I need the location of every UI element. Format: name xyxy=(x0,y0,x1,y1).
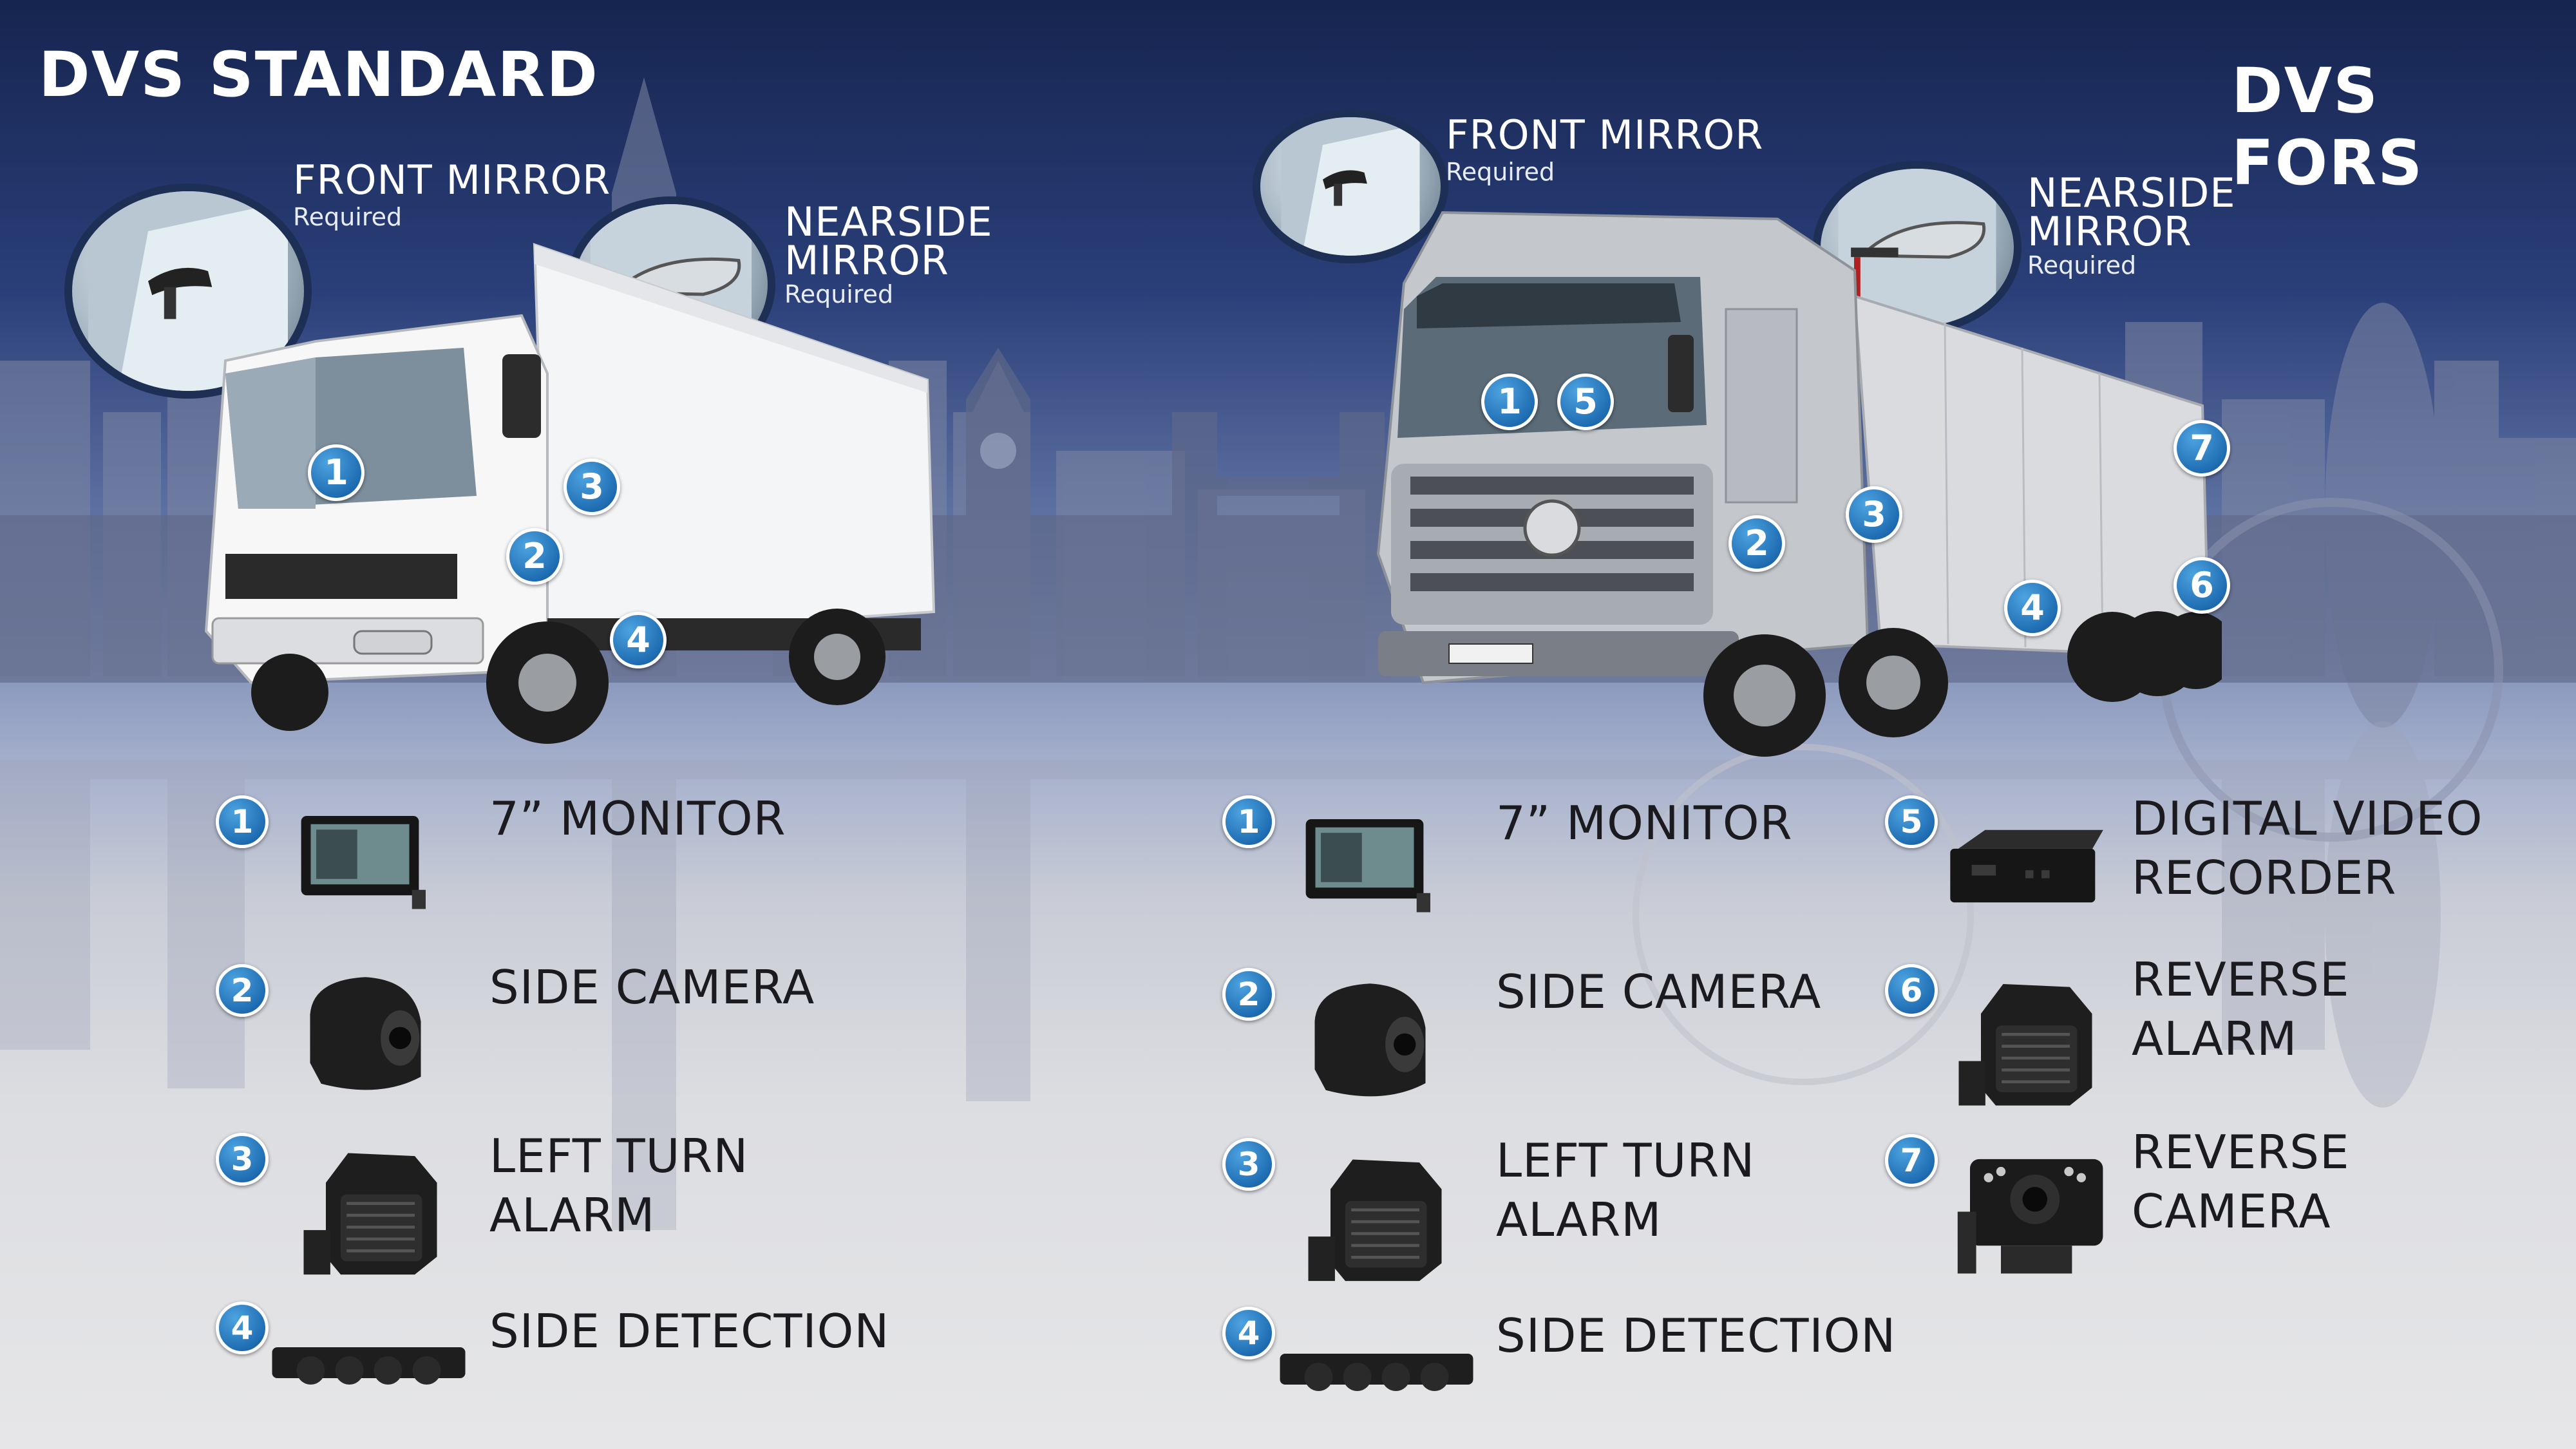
alarm-speaker-icon xyxy=(1301,1143,1449,1294)
left-item-2-number: 2 xyxy=(216,964,269,1017)
right-item-7-number: 7 xyxy=(1885,1134,1938,1187)
sensor-bar-icon xyxy=(1278,1346,1475,1404)
right-item-6-label: REVERSE ALARM xyxy=(2132,952,2350,1066)
dvr-icon xyxy=(1945,824,2106,908)
left-front-mirror-sub: Required xyxy=(293,203,402,231)
right-item-3-number: 3 xyxy=(1222,1138,1275,1191)
alarm-speaker-icon xyxy=(1945,969,2106,1117)
right-truck-marker-6: 6 xyxy=(2174,557,2230,614)
left-truck-marker-4: 4 xyxy=(610,612,667,668)
side-camera-icon xyxy=(296,966,435,1104)
monitor-icon xyxy=(1301,808,1439,918)
right-item-4-number: 4 xyxy=(1222,1307,1275,1359)
right-truck-marker-1: 1 xyxy=(1481,374,1538,430)
front-mirror-icon-right xyxy=(1281,117,1420,256)
right-truck-marker-2: 2 xyxy=(1728,515,1785,572)
right-front-mirror-title: FRONT MIRROR xyxy=(1446,111,1764,158)
left-front-mirror-title: FRONT MIRROR xyxy=(293,156,611,204)
alarm-speaker-icon xyxy=(296,1137,444,1288)
right-item-1-number: 1 xyxy=(1222,795,1275,848)
right-item-1-label: 7” MONITOR xyxy=(1496,796,1793,850)
right-truck-marker-5: 5 xyxy=(1557,374,1614,430)
left-item-3-number: 3 xyxy=(216,1133,269,1186)
right-item-5-number: 5 xyxy=(1885,795,1938,848)
reverse-camera-icon xyxy=(1955,1150,2109,1282)
left-title: DVS STANDARD xyxy=(39,39,599,111)
left-item-3-label: LEFT TURN ALARM xyxy=(489,1129,749,1242)
right-item-7-label: REVERSE CAMERA xyxy=(2132,1125,2350,1238)
right-nearside-mirror-sub: Required xyxy=(2027,251,2137,279)
sensor-bar-icon xyxy=(270,1340,467,1397)
right-item-6-number: 6 xyxy=(1885,964,1938,1017)
monitor-icon xyxy=(296,805,435,914)
right-title: DVS FORS xyxy=(2231,55,2424,199)
rigid-truck-image xyxy=(204,243,936,744)
left-item-2-label: SIDE CAMERA xyxy=(489,960,815,1014)
side-camera-icon xyxy=(1301,972,1439,1111)
right-item-5-label: DIGITAL VIDEO RECORDER xyxy=(2132,791,2483,905)
right-truck-marker-7: 7 xyxy=(2174,420,2230,477)
left-nearside-mirror-title: NEARSIDE MIRROR xyxy=(784,198,993,284)
right-front-mirror-photo xyxy=(1253,109,1448,263)
left-item-4-number: 4 xyxy=(216,1302,269,1354)
right-item-3-label: LEFT TURN ALARM xyxy=(1496,1133,1756,1247)
left-nearside-mirror-sub: Required xyxy=(784,280,894,308)
left-item-1-number: 1 xyxy=(216,795,269,848)
right-truck-marker-3: 3 xyxy=(1846,486,1902,543)
right-truck-marker-4: 4 xyxy=(2004,580,2061,636)
right-item-2-label: SIDE CAMERA xyxy=(1496,965,1822,1019)
right-front-mirror-sub: Required xyxy=(1446,158,1555,186)
left-item-1-label: 7” MONITOR xyxy=(489,791,786,846)
articulated-truck-image xyxy=(1376,211,2222,757)
left-truck-marker-2: 2 xyxy=(506,528,563,585)
right-item-2-number: 2 xyxy=(1222,968,1275,1021)
left-truck-marker-3: 3 xyxy=(564,459,620,515)
right-item-4-label: SIDE DETECTION xyxy=(1496,1309,1897,1363)
right-nearside-mirror-title: NEARSIDE MIRROR xyxy=(2027,169,2236,255)
left-item-4-label: SIDE DETECTION xyxy=(489,1304,890,1358)
left-truck-marker-1: 1 xyxy=(308,444,365,501)
